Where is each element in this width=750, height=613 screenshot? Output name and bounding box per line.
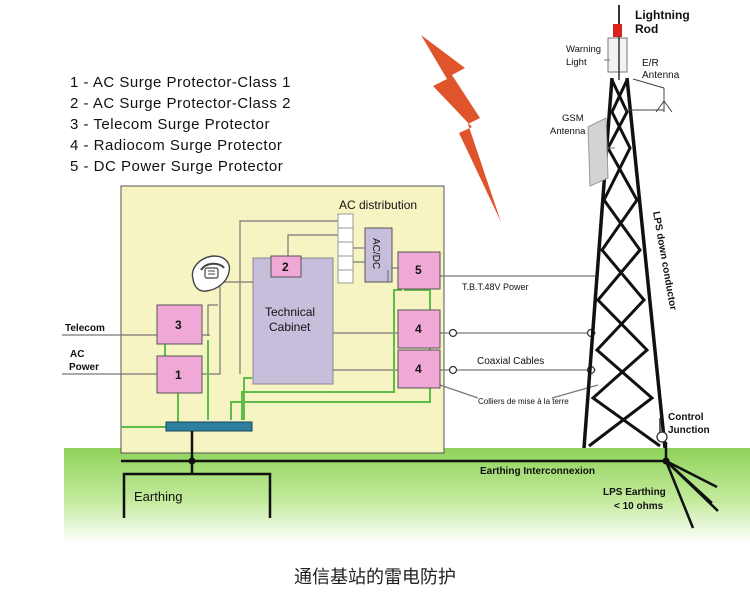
warning-light-icon	[607, 37, 628, 73]
green-ground-wiring	[121, 289, 431, 428]
control-junction-label-2: Junction	[668, 425, 710, 436]
control-junction-icon	[656, 431, 668, 443]
telecom-label: Telecom	[65, 323, 105, 334]
warning-light-label-2: Light	[566, 57, 587, 68]
tbt-power-label: T.B.T.48V Power	[462, 282, 529, 292]
protector-box-4b	[397, 349, 441, 389]
legend-item: 5 - DC Power Surge Protector	[70, 158, 284, 175]
lightning-rod-label: Lightning	[635, 8, 690, 22]
legend-item: 4 - Radiocom Surge Protector	[70, 137, 283, 154]
legend-item: 1 - AC Surge Protector-Class 1	[70, 74, 291, 91]
ac-distribution-label: AC distribution	[339, 198, 417, 212]
er-antenna-label: E/R	[642, 58, 659, 69]
box-4a-label: 4	[415, 322, 422, 336]
ground-busbar	[165, 421, 253, 432]
telephone-icon	[191, 255, 231, 292]
gray-wiring	[62, 220, 599, 399]
earthing-interconnexion-label: Earthing Interconnexion	[480, 466, 595, 477]
ac-power-label: AC	[70, 349, 84, 360]
ac-distribution-panel	[337, 213, 354, 284]
er-antenna-label-2: Antenna	[642, 70, 680, 81]
legend: 1 - AC Surge Protector-Class 1 2 - AC Su…	[70, 72, 291, 177]
telecom-tower	[582, 77, 667, 449]
lps-earthing-label: LPS Earthing	[603, 487, 666, 498]
box-4b-label: 4	[415, 362, 422, 376]
warning-light-label: Warning	[566, 44, 601, 55]
coaxial-cables-label: Coaxial Cables	[477, 356, 544, 367]
er-antenna-icon	[625, 78, 673, 113]
earthing-label: Earthing	[134, 489, 182, 504]
gsm-antenna-label: GSM	[562, 113, 584, 124]
lps-down-conductor-label: LPS down conductor	[650, 211, 678, 311]
lightning-bolt-icon	[421, 35, 501, 222]
technical-cabinet	[252, 257, 334, 385]
box-5-label: 5	[415, 263, 422, 277]
technical-cabinet-label: Technical	[265, 305, 315, 319]
diagram-caption: 通信基站的雷电防护	[294, 567, 456, 588]
protector-box-5	[397, 251, 441, 290]
colliers-label: Colliers de mise à la terre	[478, 397, 569, 406]
box-2-label: 2	[282, 260, 289, 274]
acdc-label: AC/DC	[370, 238, 381, 269]
lightning-rod-label-2: Rod	[635, 22, 658, 36]
legend-item: 2 - AC Surge Protector-Class 2	[70, 95, 291, 112]
ground-band	[64, 448, 750, 543]
legend-item: 3 - Telecom Surge Protector	[70, 116, 270, 133]
control-junction-label: Control	[668, 412, 704, 423]
protector-box-4a	[397, 309, 441, 349]
box-3-label: 3	[175, 318, 182, 332]
gsm-antenna-label-2: Antenna	[550, 126, 586, 137]
gsm-antenna-panel	[587, 117, 609, 187]
protector-box-3	[156, 304, 203, 345]
technical-cabinet-label-2: Cabinet	[269, 320, 311, 334]
protector-box-2	[270, 255, 302, 278]
acdc-converter	[364, 227, 393, 283]
box-1-label: 1	[175, 368, 182, 382]
lps-earthing-label-2: < 10 ohms	[614, 501, 664, 512]
ac-power-label-2: Power	[69, 362, 99, 373]
protector-box-1	[156, 355, 203, 394]
